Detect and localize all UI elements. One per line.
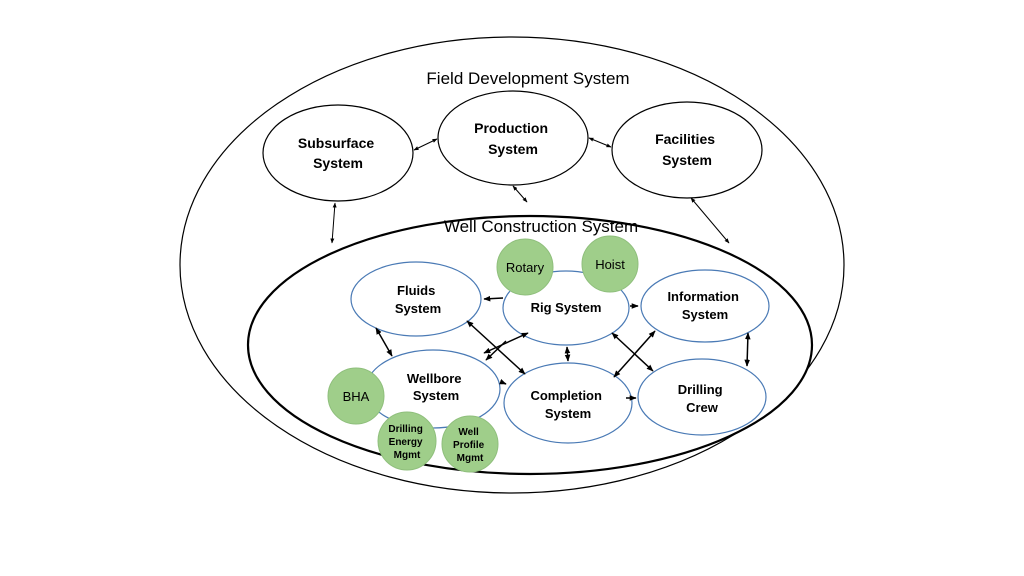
bha-label: BHA <box>343 389 370 404</box>
svg-text:Production System: Production System <box>474 120 552 157</box>
subsurface-label-line1: Subsurface <box>298 135 374 151</box>
completion-system-node: Completion System <box>503 362 633 444</box>
information-label-line1: Information <box>667 289 739 304</box>
drilling-energy-label-line1: Drilling <box>388 424 422 435</box>
wellbore-label-line1: Wellbore <box>407 371 462 386</box>
well-profile-label-line2: Profile <box>453 440 485 451</box>
fluids-system-node: Fluids System <box>350 261 482 337</box>
facilities-system-node: Facilities System <box>611 101 763 199</box>
svg-text:Completion System: Completion System <box>530 388 605 421</box>
production-system-node: Production System <box>437 90 589 186</box>
svg-text:Subsurface System: Subsurface System <box>298 135 378 171</box>
arrow-subsurface-well <box>330 202 337 244</box>
svg-text:Facilities System: Facilities System <box>655 131 719 168</box>
svg-text:Drilling Energy Mg: Drilling Energy Mgmt <box>388 424 425 461</box>
fluids-label-line1: Fluids <box>397 283 435 298</box>
completion-label-line2: System <box>545 406 591 421</box>
information-system-node: Information System <box>640 269 770 343</box>
drilling-crew-node: Drilling Crew <box>637 358 767 436</box>
hoist-component: Hoist <box>581 235 639 293</box>
rotary-component: Rotary <box>496 238 554 296</box>
arrow-production-facilities <box>588 137 612 148</box>
svg-text:Rig System: Rig System <box>531 300 602 315</box>
fluids-label-line2: System <box>395 301 441 316</box>
wellbore-label-line2: System <box>413 388 459 403</box>
drilling-crew-label-line1: Drilling <box>678 382 723 397</box>
facilities-label-line1: Facilities <box>655 131 715 147</box>
well-profile-mgmt-component: Well Profile Mgmt <box>441 415 499 473</box>
well-profile-label-line1: Well <box>458 427 479 438</box>
field-development-title: Field Development System <box>426 69 629 88</box>
arrow-information-drilling-crew <box>744 332 751 367</box>
arrow-rig-completion <box>564 346 571 362</box>
svg-text:Information System: Information System <box>667 289 742 322</box>
svg-text:Hoist: Hoist <box>595 257 625 272</box>
arrow-information-completion <box>613 330 656 378</box>
drilling-energy-mgmt-component: Drilling Energy Mgmt <box>377 411 437 471</box>
facilities-label-line2: System <box>662 152 712 168</box>
arrow-rig-wellbore-upper <box>483 332 529 354</box>
arrow-facilities-well <box>690 197 730 244</box>
rotary-label: Rotary <box>506 260 545 275</box>
arrow-wellbore-completion <box>499 379 507 385</box>
well-profile-label-line3: Mgmt <box>457 453 484 464</box>
arrow-rig-wellbore-lower <box>485 340 507 361</box>
arrow-fluids-wellbore <box>375 327 393 357</box>
arrow-subsurface-production <box>413 138 438 151</box>
hoist-label: Hoist <box>595 257 625 272</box>
rig-label-line1: Rig System <box>531 300 602 315</box>
production-label-line1: Production <box>474 120 548 136</box>
drilling-crew-label-line2: Crew <box>686 400 719 415</box>
information-label-line2: System <box>682 307 728 322</box>
bha-component: BHA <box>327 367 385 425</box>
wellbore-system-node: Wellbore System <box>365 349 501 429</box>
production-label-line2: System <box>488 141 538 157</box>
svg-text:Fluids System: Fluids System <box>395 283 441 316</box>
drilling-energy-label-line2: Energy <box>389 437 423 448</box>
completion-label-line1: Completion <box>530 388 602 403</box>
svg-text:Drilling Crew: Drilling Crew <box>678 382 726 415</box>
drilling-energy-label-line3: Mgmt <box>394 450 421 461</box>
svg-text:Rotary: Rotary <box>506 260 545 275</box>
arrow-production-well <box>512 185 528 203</box>
subsurface-system-node: Subsurface System <box>262 104 414 202</box>
svg-text:Wellbore System: Wellbore System <box>407 371 465 403</box>
subsurface-label-line2: System <box>313 155 363 171</box>
arrow-rig-fluids <box>483 295 504 302</box>
svg-text:Well Profile Mgmt: Well Profile Mgmt <box>453 427 487 464</box>
svg-text:BHA: BHA <box>343 389 370 404</box>
well-construction-title: Well Construction System <box>444 217 638 236</box>
